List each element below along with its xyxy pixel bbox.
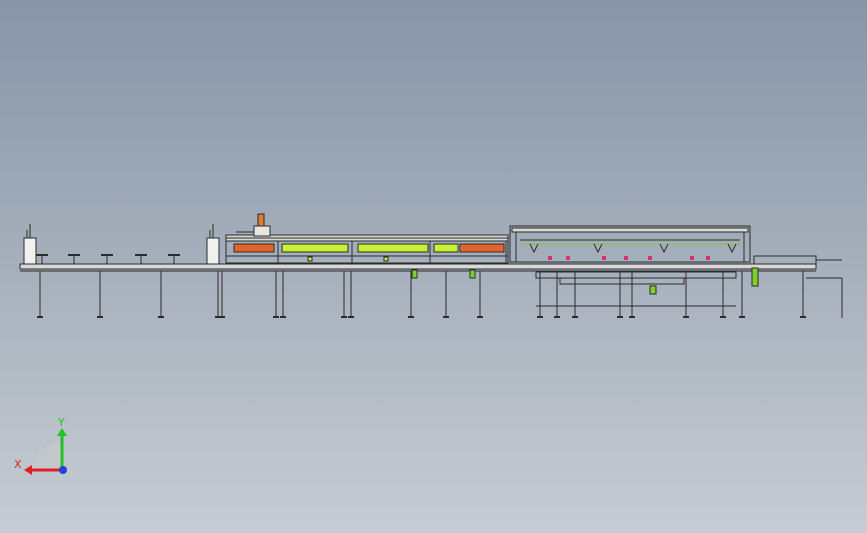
roller-stands [36,254,180,264]
roller-stand [168,254,180,264]
green-box-b [469,269,476,279]
right-processing-cell [509,225,759,307]
roller-stand [68,254,80,264]
green-box-d [751,267,759,287]
green-box-a [411,269,418,279]
mid-end-post [206,224,220,265]
roller-stand [135,254,147,264]
gantry-head [253,225,271,237]
left-end-post [23,224,37,265]
triad-x-arrowhead [24,465,32,475]
green-module-2 [357,243,429,253]
green-module-1 [281,243,349,253]
green-box-c [649,285,657,295]
conveyor-line-model [19,213,843,318]
support-legs [37,271,806,318]
triad-z-axis-dot [59,466,67,474]
triad-x-label: X [14,458,22,471]
roller-stand [36,254,48,264]
triad-y-label: Y [57,416,65,429]
tooling-heads [529,243,737,254]
magenta-markers [548,256,710,260]
triad-y-arrowhead [57,428,67,436]
middle-processing-section [225,213,509,279]
triad-background-arc [34,442,62,470]
roller-stand [101,254,113,264]
green-module-3 [433,243,459,253]
coordinate-triad: Y X [14,416,67,475]
orange-module-left [233,243,275,253]
orange-module-right [459,243,505,253]
main-bed-beam [19,263,817,270]
exit-conveyor [753,255,843,318]
